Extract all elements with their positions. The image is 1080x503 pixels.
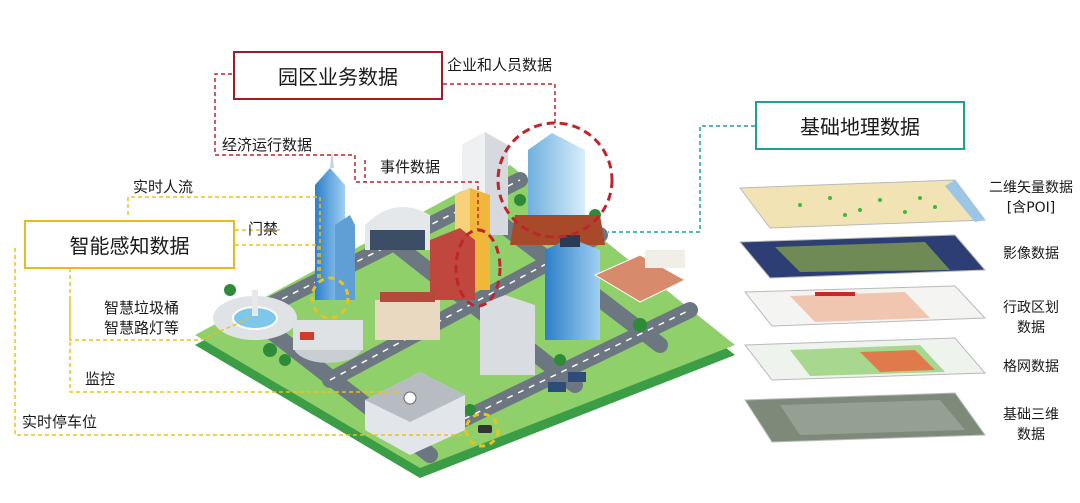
highlight-circle-parking bbox=[464, 412, 500, 448]
park-business-connectors bbox=[214, 73, 556, 230]
isometric-city-illustration bbox=[195, 132, 735, 478]
label-smart-trash: 智慧垃圾桶 bbox=[104, 299, 180, 317]
layer-label-vector: 二维矢量数据 [含POI] bbox=[988, 178, 1074, 218]
layer-label-line1: 二维矢量数据 bbox=[989, 180, 1073, 196]
layer-label-line1: 基础三维 bbox=[1003, 407, 1059, 423]
layer-label-line1: 影像数据 bbox=[1003, 246, 1059, 262]
map-layer-stack bbox=[738, 179, 987, 443]
layer-label-line2: 数据 bbox=[1017, 427, 1045, 443]
label-economic-operation: 经济运行数据 bbox=[222, 136, 313, 154]
highlight-circle-traffic bbox=[310, 276, 350, 320]
layer-label-line2: 数据 bbox=[1017, 320, 1045, 336]
highlight-circle-enterprise bbox=[496, 121, 614, 239]
label-realtime-pedestrian: 实时人流 bbox=[133, 178, 194, 196]
label-access-control: 门禁 bbox=[248, 220, 279, 238]
admin-map-layer bbox=[743, 285, 987, 327]
imagery-map-layer bbox=[738, 234, 987, 279]
park-business-title: 园区业务数据 bbox=[233, 51, 443, 100]
label-smart-streetlight: 智慧路灯等 bbox=[104, 319, 180, 337]
label-enterprise-personnel: 企业和人员数据 bbox=[447, 56, 553, 74]
vector-map-layer bbox=[739, 179, 986, 229]
label-event: 事件数据 bbox=[380, 158, 441, 176]
layer-label-imagery: 影像数据 bbox=[988, 244, 1074, 264]
label-realtime-parking: 实时停车位 bbox=[22, 413, 98, 431]
layer-label-3d: 基础三维 数据 bbox=[988, 405, 1074, 445]
3d-map-layer bbox=[744, 392, 986, 443]
layer-label-line2: [含POI] bbox=[1006, 200, 1056, 216]
base-geo-title: 基础地理数据 bbox=[755, 101, 965, 150]
layer-label-admin: 行政区划 数据 bbox=[988, 298, 1074, 338]
base-geo-connector bbox=[608, 125, 755, 233]
grid-map-layer bbox=[744, 337, 987, 381]
layer-label-line1: 格网数据 bbox=[1003, 359, 1059, 375]
smart-sensing-connectors bbox=[14, 196, 470, 436]
layer-label-line1: 行政区划 bbox=[1003, 300, 1059, 316]
smart-sensing-title: 智能感知数据 bbox=[24, 220, 235, 269]
label-surveillance: 监控 bbox=[85, 370, 116, 388]
layer-label-grid: 格网数据 bbox=[988, 357, 1074, 377]
